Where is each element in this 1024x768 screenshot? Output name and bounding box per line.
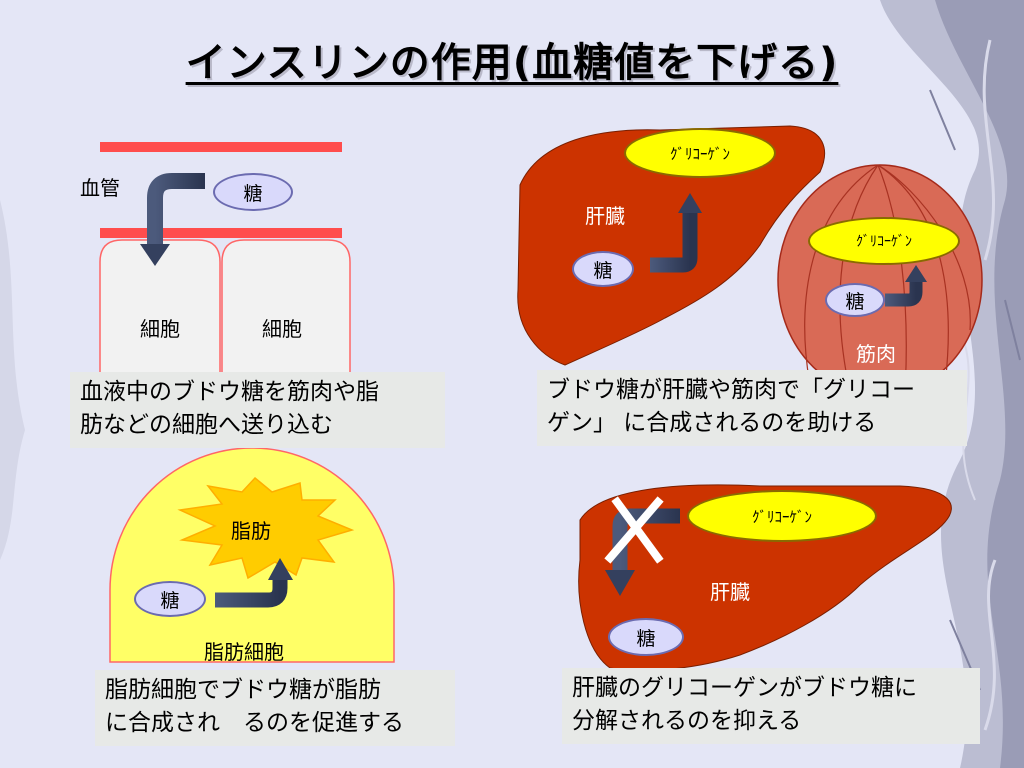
marble-texture-left — [0, 200, 25, 560]
fat-burst-shape — [177, 476, 355, 580]
sugar-fat: 糖 — [134, 581, 206, 617]
liver-synthesis-arrowhead — [678, 193, 702, 213]
cell-right-label: 細胞 — [262, 317, 302, 341]
fat-synthesis-arrowhead — [268, 558, 293, 580]
fat-cell-label: 脂肪細胞 — [204, 640, 284, 664]
caption-line: 肝臓のグリコーゲンがブドウ糖に — [572, 675, 917, 701]
uptake-arrow — [147, 173, 205, 248]
breakdown-arrowhead — [605, 570, 635, 596]
blood-vessel-diagram — [99, 142, 351, 376]
caption-line: 分解されるのを抑える — [572, 708, 802, 734]
cell-right-shape — [221, 239, 351, 376]
fat-synthesis-arrow — [215, 578, 288, 608]
caption-glycogen-breakdown: 肝臓のグリコーゲンがブドウ糖に 分解されるのを抑える — [562, 668, 980, 744]
muscle-synthesis-arrowhead — [905, 265, 927, 282]
caption-line: ブドウ糖が肝臓や筋肉で「グリコー — [547, 377, 915, 403]
liver-label-2: 肝臓 — [710, 580, 750, 604]
caption-line: 血液中のブドウ糖を筋肉や脂 — [80, 379, 379, 405]
vessel-wall-top — [100, 142, 342, 152]
liver-synthesis-arrow — [650, 210, 698, 273]
cell-left-label: 細胞 — [140, 317, 180, 341]
uptake-arrowhead — [140, 244, 170, 266]
fat-label: 脂肪 — [231, 519, 271, 543]
liver-label: 肝臓 — [585, 204, 625, 228]
glycogen-muscle: ｸﾞﾘｺｰｹﾞﾝ — [808, 217, 960, 265]
caption-line: ゲン」 に合成されるのを助ける — [547, 410, 877, 436]
sugar-muscle: 糖 — [825, 283, 885, 317]
cell-left-shape — [99, 239, 221, 376]
sugar-liver-2: 糖 — [608, 618, 684, 656]
caption-glucose-uptake: 血液中のブドウ糖を筋肉や脂 肪などの細胞へ送り込む — [70, 372, 445, 448]
caption-glycogen-synthesis: ブドウ糖が肝臓や筋肉で「グリコー ゲン」 に合成されるのを助ける — [537, 370, 967, 446]
caption-line: に合成され るのを促進する — [105, 710, 404, 736]
glycogen-liver: ｸﾞﾘｺｰｹﾞﾝ — [624, 128, 776, 178]
page-title: インスリンの作用(血糖値を下げる) — [185, 40, 839, 86]
muscle-synthesis-arrow — [885, 280, 923, 307]
muscle-label: 筋肉 — [856, 342, 896, 366]
sugar-molecule: 糖 — [213, 173, 293, 211]
caption-line: 脂肪細胞でブドウ糖が脂肪 — [105, 677, 381, 703]
caption-fat-synthesis: 脂肪細胞でブドウ糖が脂肪 に合成され るのを促進する — [95, 670, 455, 746]
vessel-label: 血管 — [80, 176, 120, 200]
vessel-wall-bottom — [100, 228, 342, 238]
glycogen-liver-2: ｸﾞﾘｺｰｹﾞﾝ — [687, 490, 877, 542]
liver-shape — [517, 125, 826, 366]
sugar-liver: 糖 — [572, 251, 634, 287]
blocked-x-mark — [604, 496, 664, 564]
caption-line: 肪などの細胞へ送り込む — [80, 412, 333, 438]
